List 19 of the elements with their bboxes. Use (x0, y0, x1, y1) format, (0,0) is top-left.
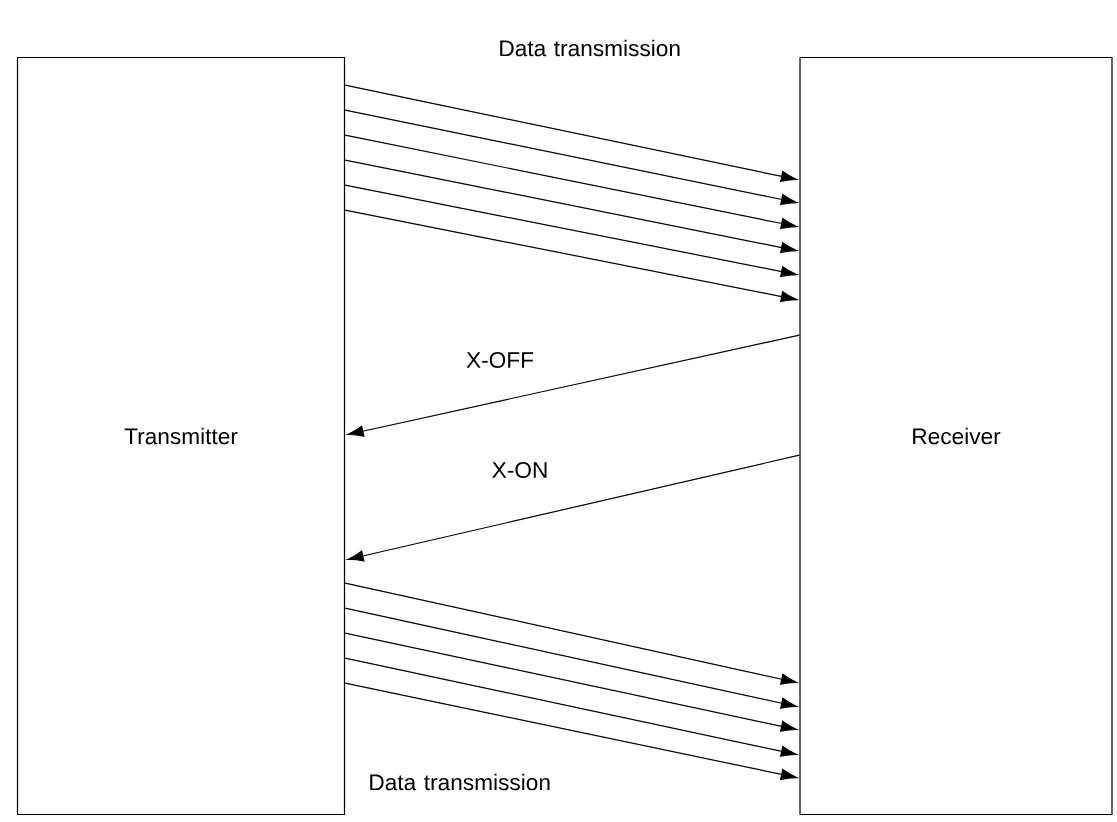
block-box: Receiver (799, 56, 1113, 816)
arrow (344, 134, 798, 230)
arrow (344, 607, 798, 709)
edge-label: X-ON (490, 460, 550, 480)
edge-label: X-OFF (464, 350, 536, 370)
arrow (344, 109, 798, 205)
arrow (344, 582, 798, 685)
block-box: Transmitter (16, 56, 346, 816)
annotation-label: Data transmission (370, 773, 550, 791)
arrow (344, 159, 798, 254)
arrow (344, 184, 798, 278)
arrow (347, 334, 800, 437)
arrow (344, 632, 798, 732)
arrow (344, 84, 798, 182)
annotation-label: Data transmission (500, 39, 680, 57)
arrow (347, 454, 800, 562)
arrow (344, 682, 798, 780)
arrow (344, 209, 798, 303)
arrow (344, 657, 798, 757)
